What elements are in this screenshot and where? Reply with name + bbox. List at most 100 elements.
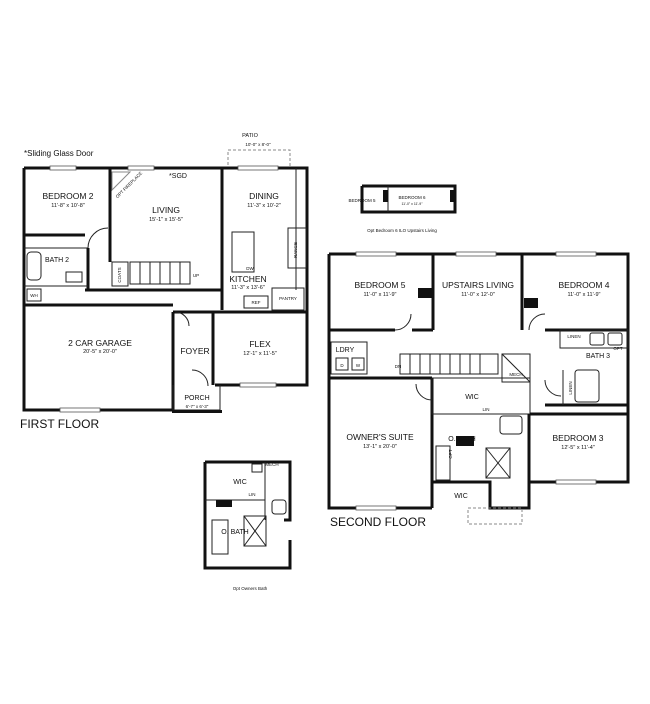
- dryer-label: D: [340, 363, 344, 368]
- stairs-up-label: UP: [193, 273, 199, 278]
- stair-treads: [139, 262, 181, 284]
- porch-step: [172, 410, 222, 413]
- living-label: LIVING: [152, 205, 180, 215]
- sink: [589, 332, 605, 346]
- door-swing: [394, 313, 412, 331]
- opt-bedroom6-inset: BEDROOM 5 BEDROOM 6 11'-0" x 11'-9" Opt …: [348, 184, 457, 233]
- owners-suite-label: OWNER'S SUITE: [346, 432, 414, 442]
- first-floor-plan: PATIO 10'-0" x 8'-0" *Sliding Glass Door…: [20, 133, 309, 431]
- window: [555, 251, 597, 257]
- closet-block: [418, 288, 432, 298]
- bedroom5-label: BEDROOM 5: [354, 280, 405, 290]
- opt-small-label: OPT: [448, 449, 453, 459]
- second-floor-plan: BEDROOM 5 11'-0" x 11'-9" UPSTAIRS LIVIN…: [327, 251, 630, 529]
- kitchen-dims: 11'-3" x 13'-6": [231, 285, 264, 291]
- porch-dims: 6'-7" x 6'-3": [186, 404, 209, 409]
- laundry-label: LDRY: [336, 347, 355, 354]
- living-dims: 15'-1" x 15'-5": [149, 217, 183, 223]
- window: [49, 165, 77, 171]
- mech-label: MECH: [509, 372, 522, 377]
- opt-fireplace: [111, 171, 132, 192]
- obath-wall-block: [456, 436, 474, 446]
- window: [239, 382, 277, 388]
- owners-wic-wall: [430, 480, 531, 510]
- dining-dims: 11'-3" x 10'-2": [247, 203, 280, 209]
- patio-dims: 10'-0" x 8'-0": [245, 142, 271, 147]
- sink: [607, 332, 623, 346]
- dining-label: DINING: [249, 191, 279, 201]
- second-floor-exterior-wall-west: [327, 254, 432, 510]
- dryer: [335, 357, 349, 371]
- front-door-swing: [191, 369, 209, 387]
- opt-bedroom6-dims: 11'-0" x 11'-9": [401, 202, 423, 206]
- opt-bedroom6-caption: Opt Bedroom 6 ILO Upstairs Living: [367, 228, 437, 233]
- shower: [485, 447, 511, 479]
- first-floor-title: FIRST FLOOR: [20, 417, 99, 431]
- sliding-glass-door: [237, 165, 279, 171]
- upstairs-living-dims: 11'-0" x 12'-0": [461, 292, 494, 298]
- shower-diag: [485, 447, 511, 479]
- lin-label: LIN: [482, 407, 489, 412]
- linen-closet: [559, 329, 629, 349]
- opt-lin-label: LIN: [248, 492, 255, 497]
- stairs-down-label: DN: [395, 364, 402, 369]
- opt-owners-bath-inset: WIC LIN MECH O. BATH Opt Owners Bath: [203, 460, 292, 591]
- foyer-label: FOYER: [180, 346, 209, 356]
- bedroom2-dims: 11'-8" x 10'-8": [51, 203, 84, 209]
- laundry: [330, 341, 368, 375]
- sgd-label: *SGD: [169, 173, 187, 180]
- opt-label: OPT: [613, 346, 623, 351]
- porch-label: PORCH: [184, 395, 209, 402]
- stairs-second-floor: [399, 353, 499, 375]
- mech-diagonal: [501, 353, 531, 383]
- opt-bedroom6-label: BEDROOM 6: [398, 195, 426, 200]
- flex-dims: 12'-1" x 11'-5": [243, 351, 276, 357]
- dishwasher-label: DW: [246, 266, 254, 271]
- water-heater: [26, 288, 42, 302]
- garage-dims: 20'-5" x 20'-0": [83, 349, 117, 355]
- opt-obath-label: O. BATH: [221, 529, 248, 536]
- pantry: [271, 287, 305, 311]
- bedroom5-dims: 11'-0" x 11'-9": [363, 292, 396, 298]
- bedroom4-label: BEDROOM 4: [558, 280, 609, 290]
- opt-fireplace-label: OPT FIREPLACE: [115, 171, 144, 200]
- upstairs-living-label: UPSTAIRS LIVING: [442, 280, 514, 290]
- door-swing: [87, 227, 109, 249]
- patio-label: PATIO: [242, 133, 258, 139]
- bedroom4-dims: 11'-0" x 11'-9": [567, 292, 600, 298]
- second-floor-title: SECOND FLOOR: [330, 515, 426, 529]
- closet-block: [524, 298, 538, 308]
- bath-sink: [499, 415, 523, 435]
- bedroom3-dims: 12'-5" x 11'-4": [561, 445, 594, 451]
- range-counter: [287, 227, 307, 269]
- kitchen-island: [231, 231, 255, 273]
- window: [455, 251, 497, 257]
- opt-bedroom5-label: BEDROOM 5: [348, 198, 376, 203]
- linen-label: LINEN: [567, 334, 580, 339]
- pantry-label: PANTRY: [279, 296, 297, 301]
- door-swing: [174, 311, 190, 327]
- window: [355, 505, 397, 511]
- patio-outline: [227, 149, 291, 169]
- opt-owners-bath-caption: Opt Owners Bath: [233, 586, 268, 591]
- wic-top: [431, 377, 531, 415]
- coat-closet: [111, 261, 129, 287]
- balcony-outline: [467, 507, 523, 525]
- toilet: [65, 271, 83, 283]
- stair-treads-2: [409, 354, 481, 374]
- vanity: [435, 445, 451, 481]
- flex-label: FLEX: [249, 339, 271, 349]
- door-swing: [544, 379, 562, 397]
- door-swing: [528, 313, 546, 331]
- range-label: RANGE: [293, 242, 298, 258]
- bath3-label: BATH 3: [586, 353, 610, 360]
- refrigerator: [243, 295, 269, 309]
- sgd-legend-note: *Sliding Glass Door: [24, 149, 94, 158]
- window: [127, 165, 155, 171]
- coats-label: COATS: [117, 267, 122, 282]
- bathtub: [26, 251, 42, 281]
- wic-bottom-label: WIC: [454, 493, 468, 500]
- bedroom2-label: BEDROOM 2: [42, 191, 93, 201]
- owners-bath-label: O. BATH: [448, 436, 475, 443]
- door-swing: [415, 383, 433, 401]
